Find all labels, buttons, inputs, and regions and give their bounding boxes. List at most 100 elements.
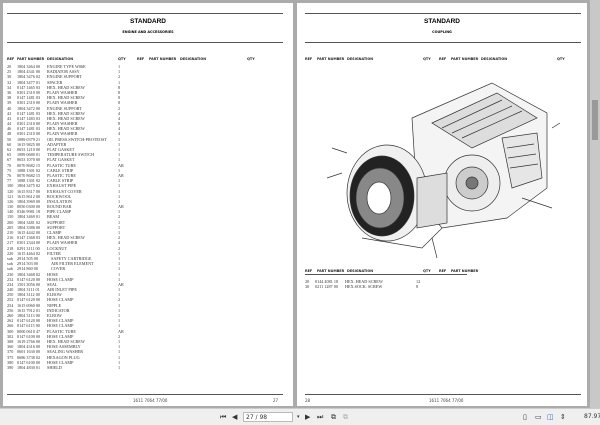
cell-designation: COVER [51, 266, 66, 272]
continuous-view-icon[interactable]: ▭ [535, 413, 542, 421]
cell-ref: 67 [7, 157, 12, 163]
divider [305, 394, 581, 395]
cell-designation: SAFETY CARTRIDGE [51, 255, 92, 261]
cell-ref: 130 [7, 204, 14, 210]
cell-qty: 1 [118, 183, 121, 189]
cell-part-number: 1615 4464 02 [17, 250, 41, 256]
cell-ref: 39 [7, 100, 12, 106]
cell-designation: HEXAGON PLUG [47, 354, 80, 360]
cell-ref: 375 [7, 354, 14, 360]
cell-part-number: 0147 6120 00 [17, 297, 41, 303]
document-code: 1611 7064 77/00 [429, 398, 464, 403]
cell-qty: 1 [118, 338, 121, 344]
cell-qty: 1 [118, 307, 121, 313]
cell-part-number: 2914 503 00 [17, 261, 38, 267]
scrollbar-thumb[interactable] [592, 100, 598, 140]
divider [7, 42, 283, 43]
last-page-icon[interactable]: ⏭ [317, 413, 324, 421]
next-page-icon[interactable]: ▶ [305, 413, 311, 421]
header-qty: QTY [423, 269, 431, 273]
cell-part-number: 0211 1287 00 [315, 284, 338, 290]
cell-designation: TEMPERATURE SWITCH [47, 152, 95, 158]
cell-designation: HOSE CLAMP [47, 359, 74, 365]
cell-part-number: 0070 8682 15 [17, 162, 41, 168]
page-number-input[interactable]: 27 / 98 [243, 412, 293, 422]
zoom-level[interactable]: 87.97 [584, 413, 600, 420]
cell-part-number: 1615 4442 00 [17, 230, 41, 235]
cell-qty: AR [118, 281, 124, 287]
first-page-icon[interactable]: ⏮ [220, 413, 227, 421]
cell-qty: AR [118, 162, 124, 168]
cell-ref: 262 [7, 318, 14, 324]
vertical-scrollbar[interactable] [590, 0, 600, 408]
previous-page-icon[interactable]: ◀ [232, 413, 238, 421]
cell-qty: 1 [118, 323, 121, 329]
cell-part-number: 0601 1630 00 [17, 349, 41, 355]
cell-part-number: 1804 4316 00 [17, 344, 41, 350]
cell-ref: 44 [7, 121, 12, 127]
cell-designation: OIL PRESS.SWITCH-PROTEOST [47, 136, 107, 142]
cell-designation: HOSE CLAMP [47, 297, 74, 303]
cell-part-number: 1501 3056 00 [17, 281, 41, 287]
cell-part-number: 0301 2310 00 [17, 121, 41, 127]
header-ref: REF [305, 57, 313, 61]
cell-ref: 20 [7, 64, 12, 69]
cell-ref: 370 [7, 349, 14, 355]
header-part-number: PART NUMBER [149, 57, 177, 61]
cell-qty: 1 [118, 219, 121, 225]
cell-part-number: 0147 1481 03 [17, 95, 41, 101]
single-page-view-icon[interactable]: ▯ [523, 413, 527, 421]
cell-ref: 43 [7, 115, 12, 121]
cell-designation: FILTER [47, 250, 61, 256]
cell-ref: sub [7, 261, 13, 267]
section-subtitle: COUPLING [432, 30, 452, 34]
cell-designation: SUPPORT [47, 219, 66, 225]
cell-qty: 1 [118, 188, 121, 194]
cell-designation: HEX.SOCK. SCREW [345, 284, 383, 290]
cell-designation: HEX. HEAD SCREW [47, 110, 85, 116]
copy-icon[interactable]: ⧉ [331, 413, 336, 421]
cell-qty: 1 [118, 313, 121, 318]
cell-part-number: 1615 7912 01 [17, 307, 41, 313]
cell-ref: 25 [7, 69, 12, 75]
cell-part-number: 0653 1070 00 [17, 157, 41, 163]
cell-ref: 250 [7, 292, 14, 298]
cell-designation: LOCKNUT [47, 245, 68, 251]
fit-width-icon[interactable]: ⇕ [560, 413, 566, 421]
cell-qty: 1 [118, 349, 121, 355]
two-page-view-icon[interactable]: ◫ [547, 413, 554, 421]
cell-part-number: 0147 1483 03 [17, 115, 41, 121]
cell-qty: 2 [118, 333, 121, 339]
header-designation: DESIGNATION [347, 57, 374, 61]
cell-part-number: 1615 9825 00 [17, 141, 41, 147]
cell-qty: AR [118, 328, 124, 334]
cell-ref: 70 [7, 162, 12, 168]
paste-icon[interactable]: ⧉ [343, 413, 348, 421]
cell-qty: 1 [118, 250, 121, 256]
cell-qty: 4 [118, 240, 121, 246]
cell-qty: 1 [118, 198, 121, 204]
page-dropdown-icon[interactable]: ▾ [297, 414, 300, 420]
cell-designation: ELBOW [47, 292, 62, 298]
